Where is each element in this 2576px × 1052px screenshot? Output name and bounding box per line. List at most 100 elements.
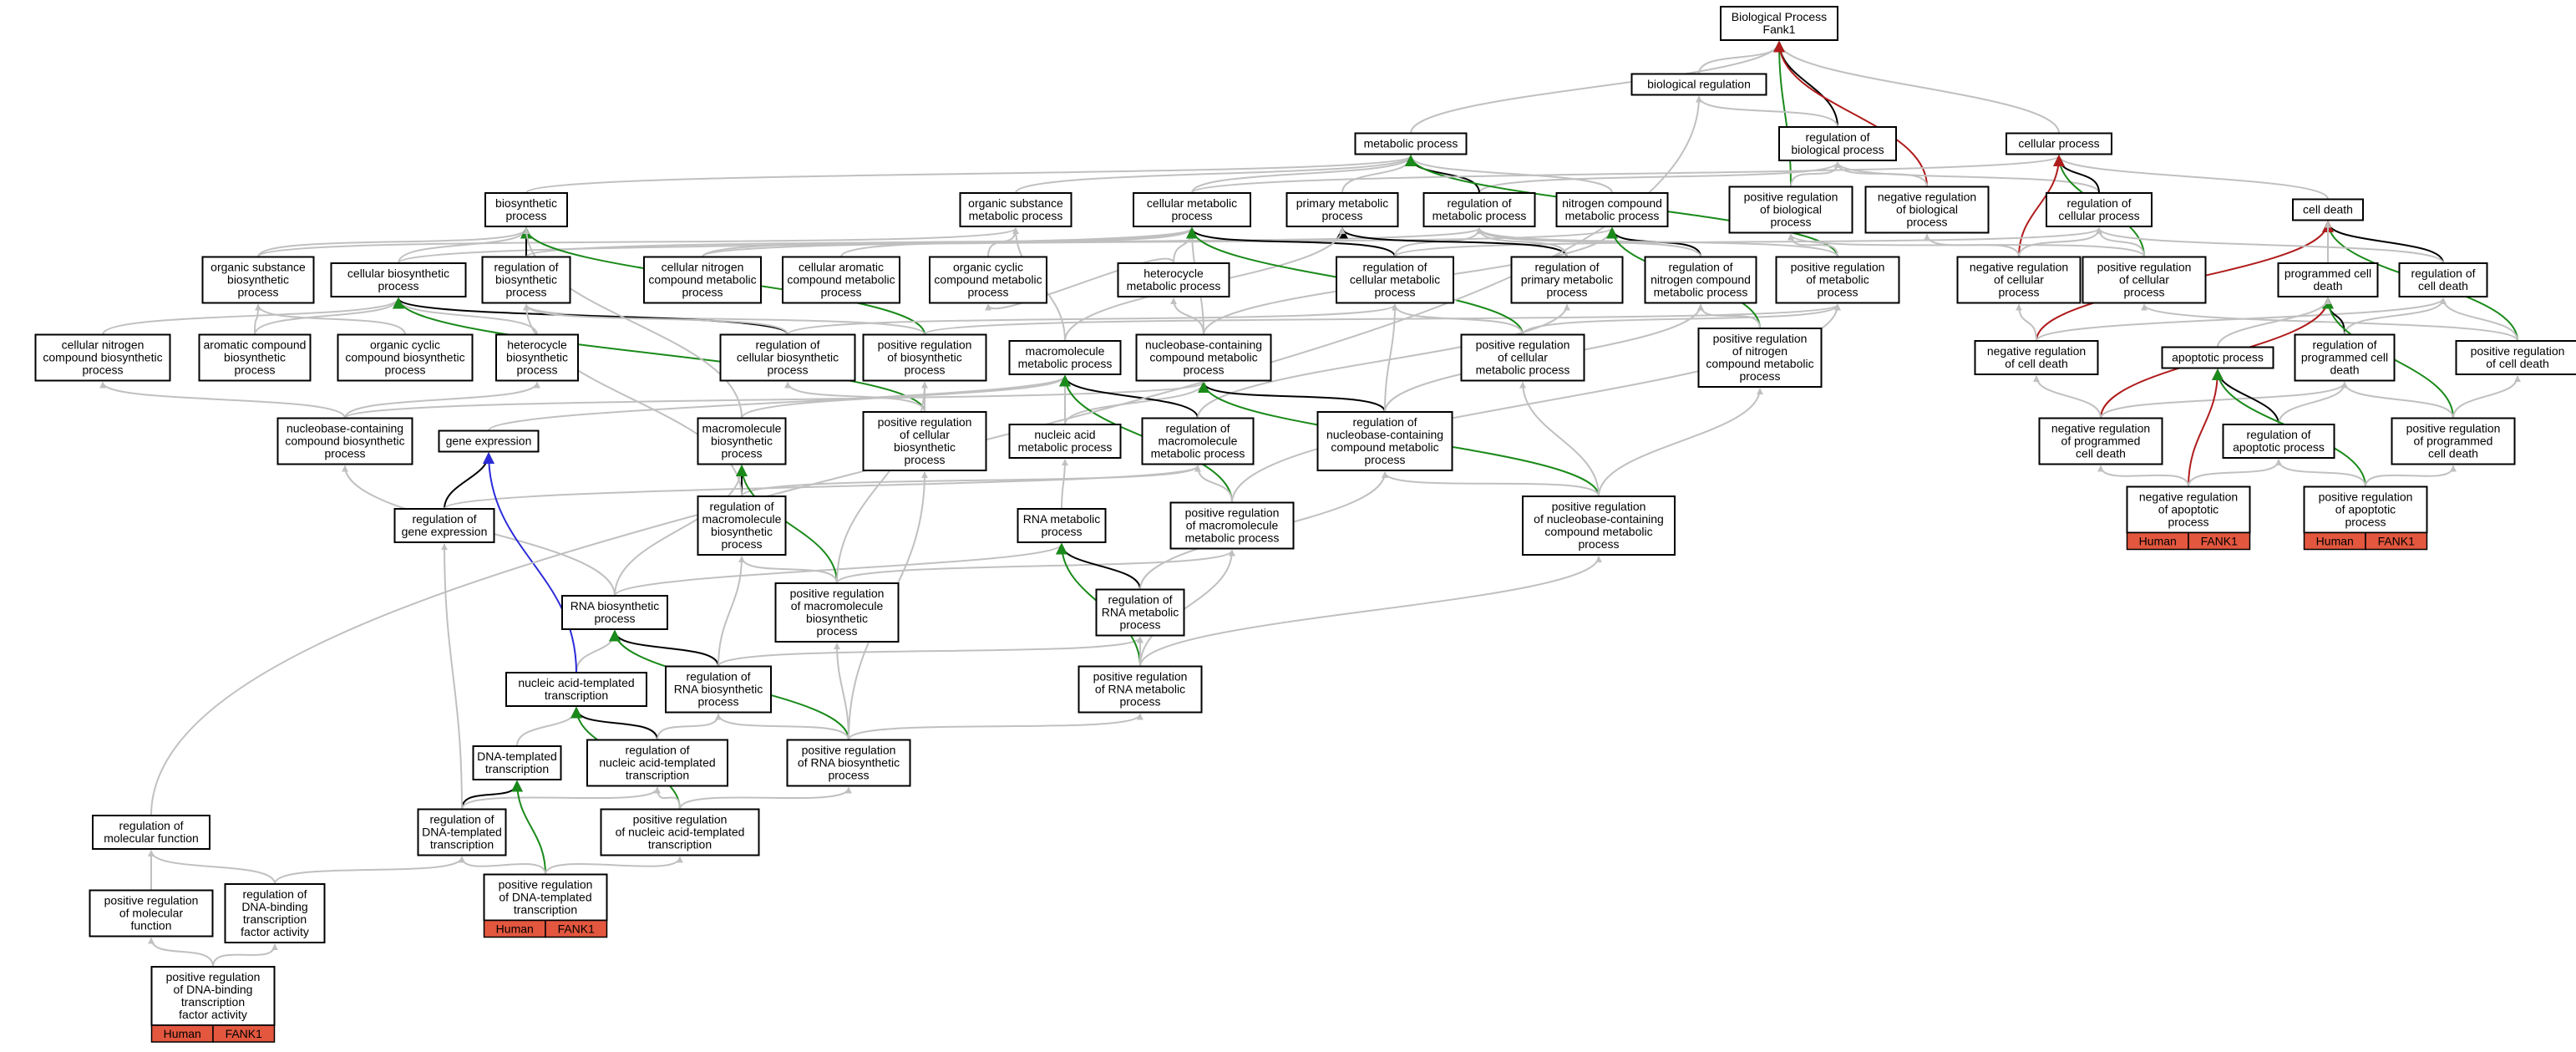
node-label-line: positive regulation (878, 338, 972, 352)
node-box (393, 508, 495, 543)
node-label-line: nucleic acid (1034, 428, 1095, 441)
go-term-node[interactable]: cellular process (2006, 132, 2112, 155)
go-term-node[interactable]: metabolic process (1354, 132, 1468, 155)
node-box (1864, 185, 1990, 234)
edge-negatively-regulates (1773, 40, 1928, 187)
node-box (2292, 198, 2364, 221)
node-label-line: programmed cell (2284, 267, 2371, 280)
node-label-line: apoptotic process (2233, 440, 2325, 454)
node-label-line: metabolic process (1018, 440, 1113, 454)
go-term-node[interactable]: cell death (2292, 198, 2364, 221)
node-label-line: Biological Process (1732, 10, 1827, 23)
node-box (224, 883, 326, 943)
node-label-line: cellular nitrogen (62, 338, 145, 352)
node-label-line: compound metabolic (1706, 357, 1813, 370)
edges-layer (99, 40, 2521, 968)
go-term-node[interactable]: regulation ofmacromoleculebiosyntheticpr… (697, 496, 787, 556)
go-term-node[interactable]: regulation ofnucleobase-containingcompou… (1316, 411, 1453, 471)
node-label-line: of DNA-binding (174, 983, 253, 996)
edge-is-a (1787, 233, 1838, 257)
node-label-line: positive regulation (1791, 261, 1885, 274)
annotation-gene: FANK1 (558, 922, 596, 936)
go-term-node[interactable]: apoptotic process (2161, 346, 2274, 369)
node-box (2126, 485, 2251, 534)
node-label-line: compound biosynthetic (285, 435, 404, 448)
go-term-node[interactable]: regulation ofDNA-bindingtranscriptionfac… (224, 883, 326, 943)
go-term-node[interactable]: gene expression (438, 429, 540, 453)
node-label-line: organic substance (968, 196, 1063, 210)
go-term-node[interactable]: biological regulation (1630, 73, 1767, 96)
node-label-line: nucleobase-containing (287, 422, 403, 435)
edge-is-a (718, 636, 1143, 668)
